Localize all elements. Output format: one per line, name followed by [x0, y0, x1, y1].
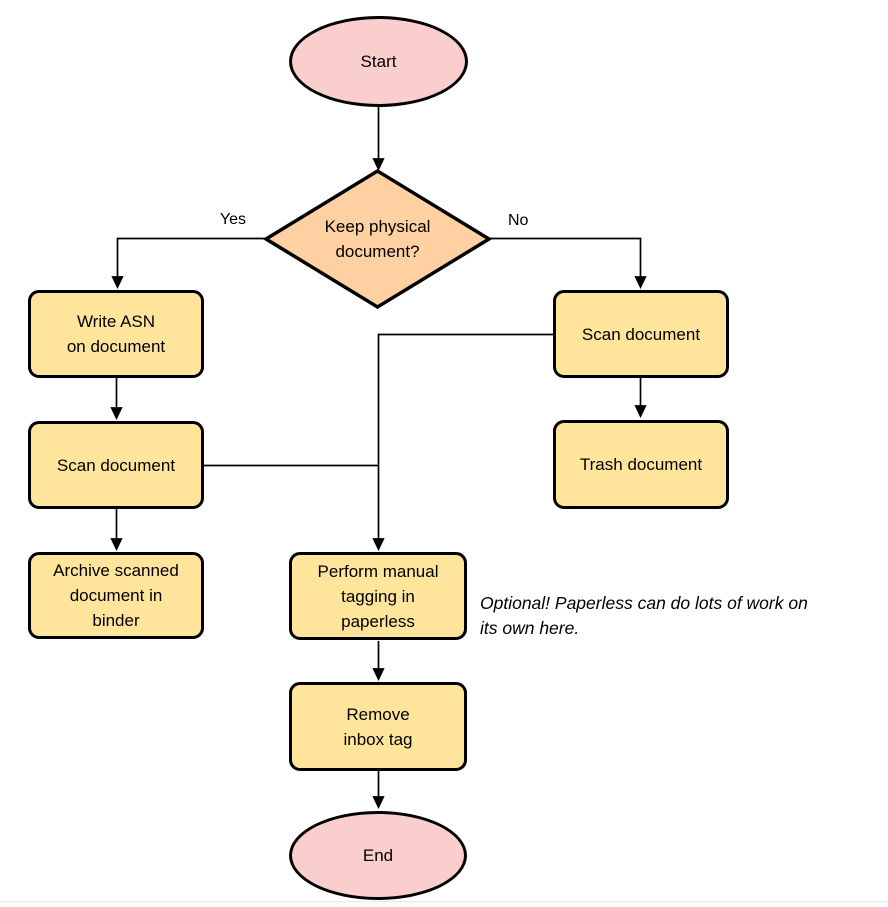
scan-document-left-node: Scan document — [28, 421, 204, 509]
scan-document-right-node: Scan document — [553, 290, 729, 378]
end-node: End — [289, 811, 467, 900]
manual-tagging-node: Perform manual tagging in paperless — [289, 552, 467, 640]
start-node: Start — [289, 16, 468, 107]
trash-document-node: Trash document — [553, 420, 729, 509]
viewport-bottom-edge — [0, 901, 888, 907]
edge-scan-right-to-tagging — [372, 333, 553, 552]
edge-label-no: No — [508, 212, 529, 229]
archive-scanned-node: Archive scanned document in binder — [28, 552, 204, 639]
remove-inbox-tag-node: Remove inbox tag — [289, 682, 467, 771]
edge-decision-no-to-scan-right — [489, 237, 647, 290]
write-asn-node: Write ASN on document — [28, 290, 204, 378]
decision-diamond-shape — [262, 168, 493, 310]
optional-note-text: Optional! Paperless can do lots of work … — [480, 593, 808, 638]
decision-node-label: Keep physical document? — [324, 217, 431, 261]
edge-label-yes: Yes — [219, 211, 246, 228]
edge-decision-yes-to-write-asn — [111, 237, 266, 290]
